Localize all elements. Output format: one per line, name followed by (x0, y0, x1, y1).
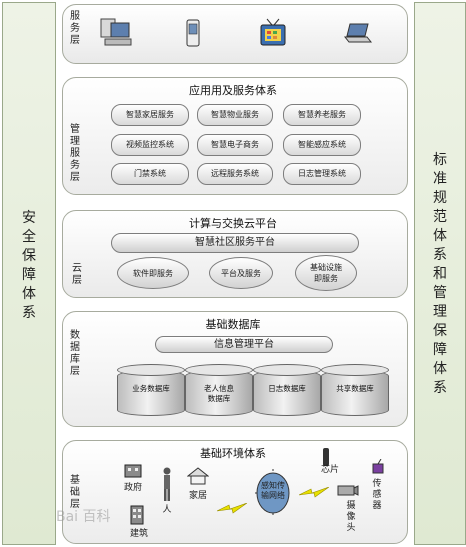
security-system-label: 安 全 保 障 体 系 (22, 210, 36, 321)
building-icon (130, 505, 144, 525)
chip-icon (323, 448, 329, 466)
access-control-system: 门禁系统 (111, 163, 189, 185)
home-icon (187, 467, 209, 485)
standards-system-panel: 标 准 规 范 体 系 和 管 理 保 障 体 系 (414, 2, 466, 545)
sensor-label: 传 感 器 (372, 479, 382, 511)
iaas-oval: 基础设施 即服务 (295, 255, 357, 291)
infra-layer-label: 基 础 层 (70, 475, 80, 510)
smart-property-service: 智慧物业服务 (197, 104, 273, 126)
log-database: 日志数据库 (253, 364, 321, 416)
lightning-icon-left (217, 503, 247, 514)
infra-layer-title: 基础环境体系 (200, 447, 266, 460)
paas-oval: 平台及服务 (209, 257, 273, 289)
government-label: 政府 (123, 483, 142, 493)
cloud-layer-title: 计算与交换云平台 (189, 217, 277, 230)
management-layer-label: 管 理 服 务 层 (70, 124, 80, 183)
chip-label: 芯片 (320, 465, 339, 475)
log-management-system: 日志管理系统 (283, 163, 361, 185)
business-database: 业务数据库 (117, 364, 185, 416)
lightning-icon-right (299, 487, 329, 498)
management-layer-title: 应用用及服务体系 (189, 84, 277, 97)
smart-sensing-system: 智能感应系统 (283, 134, 361, 156)
management-service-layer: 管 理 服 务 层 应用用及服务体系 智慧家居服务 智慧物业服务 智慧养老服务 … (62, 77, 408, 195)
cloud-layer: 云 层 计算与交换云平台 智慧社区服务平台 软件即服务 平台及服务 基础设施 即… (62, 210, 408, 298)
person-label: 人 (162, 505, 172, 515)
home-label: 家居 (188, 491, 207, 501)
information-management-platform: 信息管理平台 (155, 336, 333, 353)
building-label: 建筑 (129, 529, 148, 539)
video-surveillance-system: 视频监控系统 (111, 134, 189, 156)
shared-database: 共享数据库 (321, 364, 389, 416)
cloud-layer-label: 云 层 (72, 263, 82, 286)
standards-system-label: 标 准 规 范 体 系 和 管 理 保 障 体 系 (433, 152, 447, 396)
baike-watermark: Bai 百科 (56, 509, 111, 525)
infrastructure-layer: 基 础 层 基础环境体系 政府 人 家居 建筑 感知传 输网络 芯片 (62, 440, 408, 544)
database-layer-label: 数 据 库 层 (70, 330, 80, 377)
smart-home-service: 智慧家居服务 (111, 104, 189, 126)
person-icon (163, 467, 171, 501)
remote-service-system: 远程服务系统 (197, 163, 273, 185)
sensing-network-label: 感知传 输网络 (261, 481, 285, 500)
camera-icon (337, 485, 359, 496)
service-layer: 服 务 层 (62, 4, 408, 64)
database-layer: 数 据 库 层 基础数据库 信息管理平台 业务数据库 老人信息 数据库 日志数据… (62, 311, 408, 427)
tv-icon (260, 18, 286, 46)
smart-elderly-care-service: 智慧养老服务 (283, 104, 361, 126)
sensor-icon (372, 459, 384, 474)
government-icon (124, 464, 142, 478)
camera-label: 摄 像 头 (346, 501, 356, 533)
elderly-info-database: 老人信息 数据库 (185, 364, 253, 416)
saas-oval: 软件即服务 (117, 257, 189, 289)
smart-community-platform: 智慧社区服务平台 (111, 233, 359, 253)
smart-e-commerce: 智慧电子商务 (197, 134, 273, 156)
security-system-panel: 安 全 保 障 体 系 (2, 2, 56, 545)
sensing-network-globe (255, 469, 291, 517)
computer-icon (100, 18, 132, 46)
laptop-icon (343, 23, 373, 43)
phone-icon (186, 19, 200, 47)
service-layer-label: 服 务 层 (70, 11, 80, 46)
database-layer-title: 基础数据库 (205, 318, 261, 331)
